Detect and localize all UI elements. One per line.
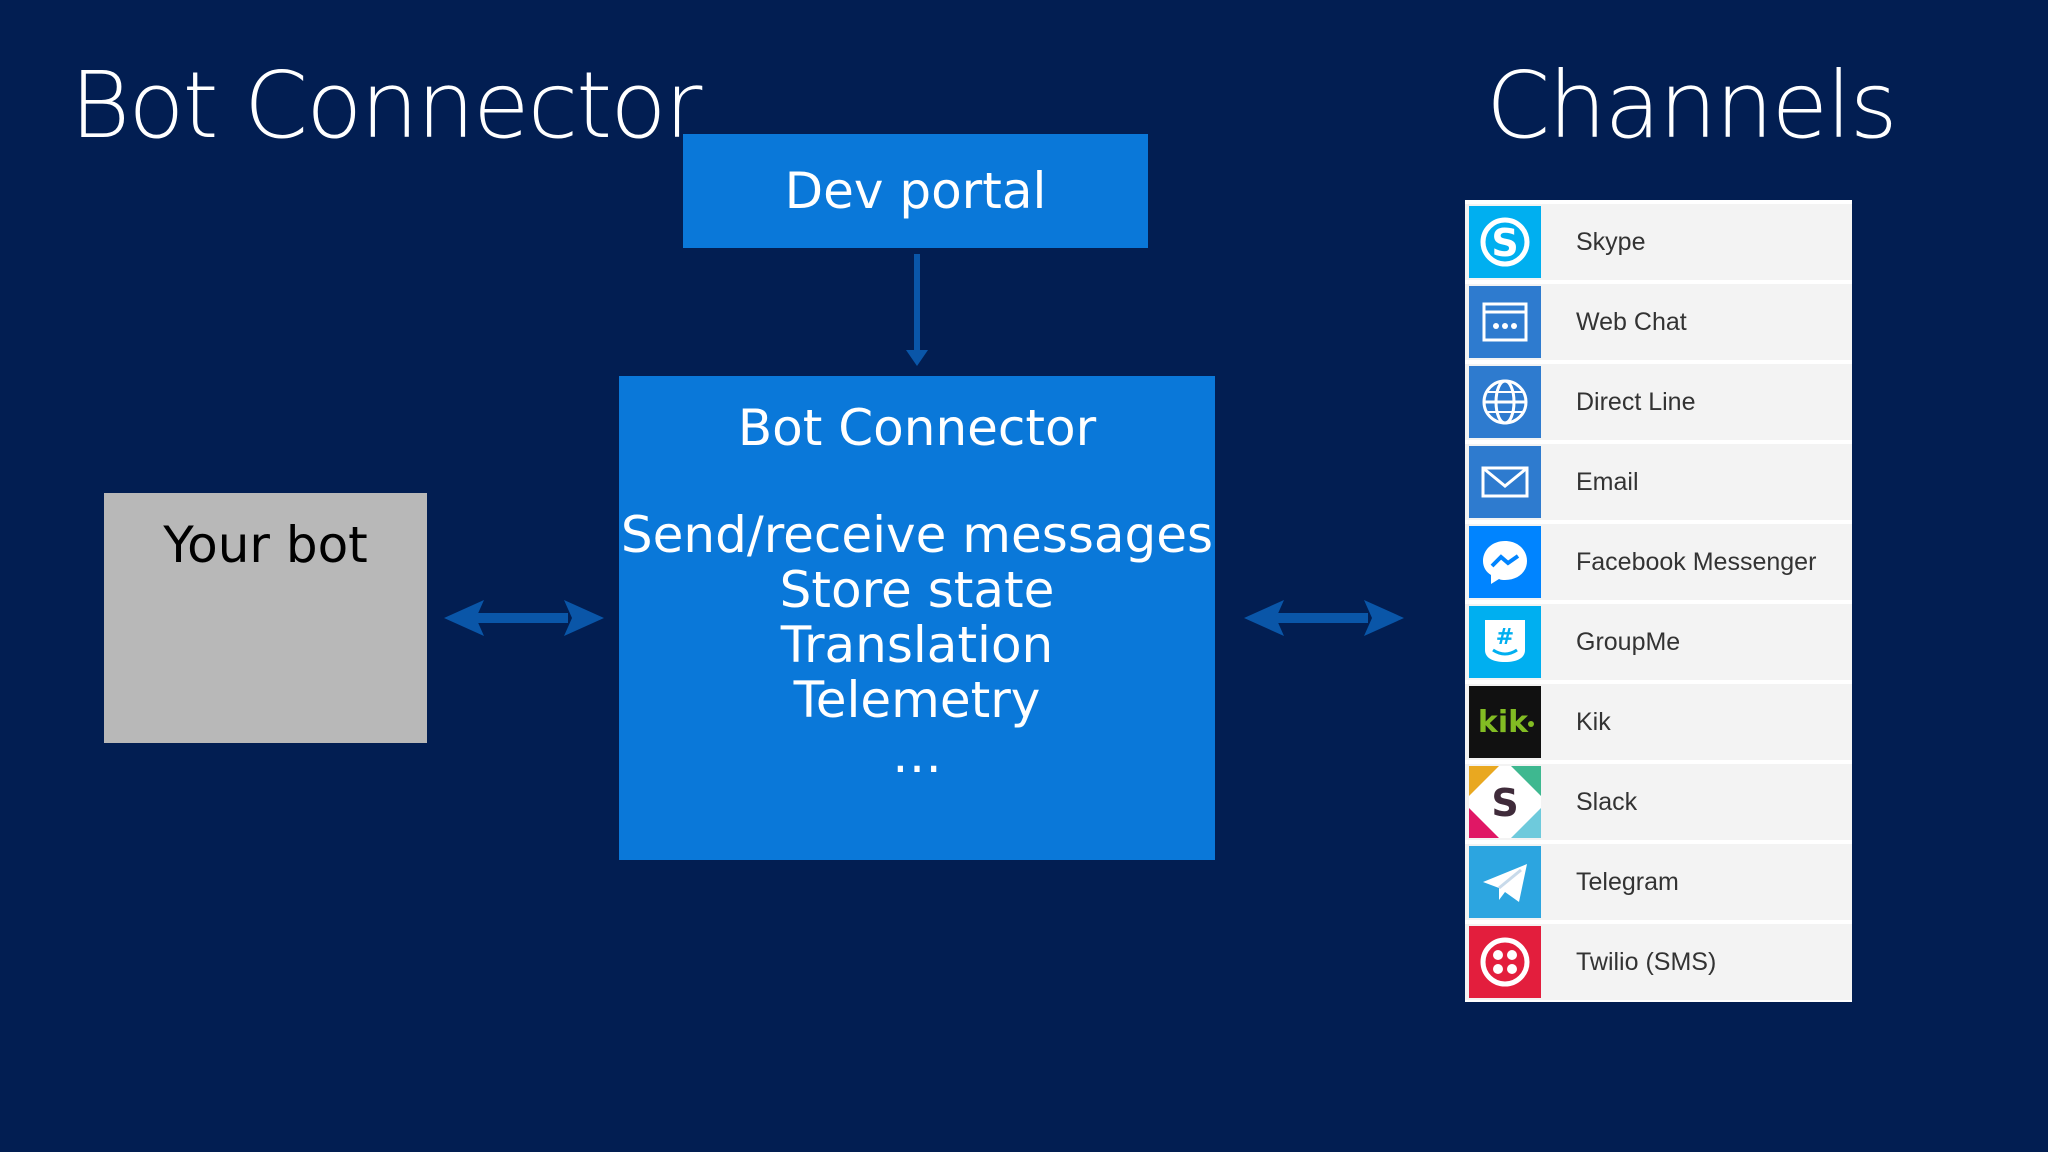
your-bot-box: Your bot: [104, 493, 427, 743]
svg-text:kik: kik: [1478, 705, 1529, 740]
channel-label: Direct Line: [1576, 388, 1696, 416]
channel-label: Telegram: [1576, 868, 1679, 896]
channel-telegram: Telegram: [1465, 844, 1852, 920]
feature-item: Send/receive messages: [620, 506, 1214, 564]
channel-slack: S Slack: [1465, 764, 1852, 840]
svg-text:S: S: [1491, 781, 1518, 825]
telegram-icon: [1469, 846, 1541, 918]
kik-icon: kik: [1469, 686, 1541, 758]
channel-direct-line: Direct Line: [1465, 364, 1852, 440]
globe-icon: [1469, 366, 1541, 438]
bot-connector-features: Send/receive messages Store state Transl…: [619, 508, 1215, 783]
channel-label: Web Chat: [1576, 308, 1687, 336]
feature-item: Translation: [780, 616, 1054, 674]
channel-label: Skype: [1576, 228, 1646, 256]
arrow-dev-portal-to-connector: [906, 254, 928, 366]
channel-facebook-messenger: Facebook Messenger: [1465, 524, 1852, 600]
groupme-icon: #: [1469, 606, 1541, 678]
skype-icon: S: [1469, 206, 1541, 278]
channel-skype: S Skype: [1465, 204, 1852, 280]
channel-label: Email: [1576, 468, 1639, 496]
svg-text:S: S: [1491, 221, 1518, 265]
heading-channels: Channels: [1486, 52, 1898, 159]
messenger-icon: [1469, 526, 1541, 598]
channel-twilio: Twilio (SMS): [1465, 924, 1852, 1000]
channel-kik: kik Kik: [1465, 684, 1852, 760]
feature-item: Telemetry: [793, 671, 1041, 729]
channel-groupme: # GroupMe: [1465, 604, 1852, 680]
bot-connector-box: Bot Connector Send/receive messages Stor…: [619, 376, 1215, 860]
heading-bot-connector: Bot Connector: [70, 52, 702, 159]
bot-connector-title: Bot Connector: [737, 399, 1097, 457]
channel-web-chat: Web Chat: [1465, 284, 1852, 360]
web-chat-icon: [1469, 286, 1541, 358]
feature-item: …: [892, 726, 942, 784]
envelope-icon: [1469, 446, 1541, 518]
arrow-bot-to-connector: [444, 600, 604, 636]
dev-portal-box: Dev portal: [683, 134, 1148, 248]
channel-label: Kik: [1576, 708, 1611, 736]
channel-label: Facebook Messenger: [1576, 548, 1817, 576]
arrow-connector-to-channels: [1244, 600, 1404, 636]
feature-item: Store state: [779, 561, 1055, 619]
channel-list: S Skype Web Chat Direct Line: [1465, 200, 1852, 1002]
svg-text:#: #: [1496, 625, 1514, 650]
slack-icon: S: [1469, 766, 1541, 838]
channel-label: Slack: [1576, 788, 1638, 816]
your-bot-label: Your bot: [163, 516, 368, 574]
channel-label: Twilio (SMS): [1576, 948, 1717, 976]
channel-email: Email: [1465, 444, 1852, 520]
channel-label: GroupMe: [1576, 628, 1681, 656]
dev-portal-label: Dev portal: [784, 162, 1047, 220]
twilio-icon: [1469, 926, 1541, 998]
